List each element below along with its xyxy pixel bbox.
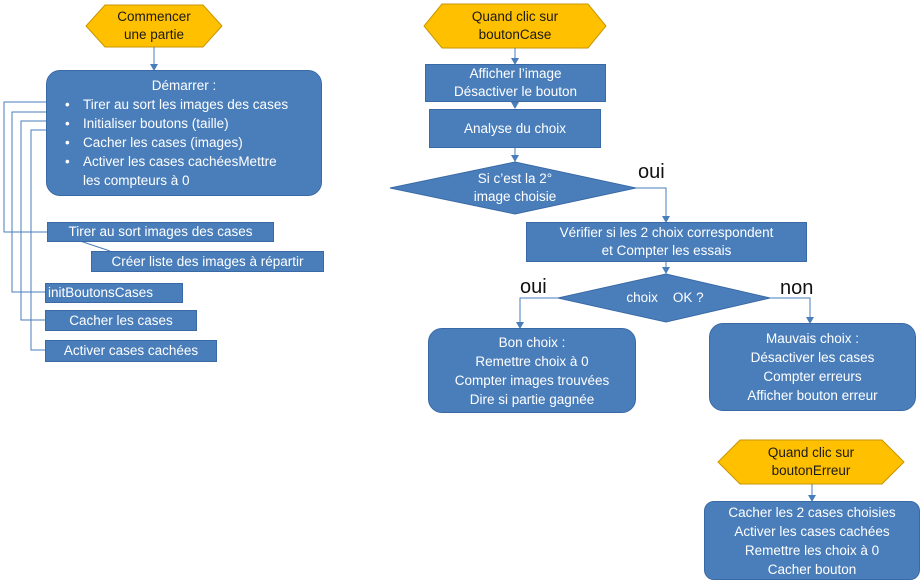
mauvais-choix-box: Mauvais choix : Désactiver les cases Com… [709, 323, 916, 411]
creer-box: Créer liste des images à répartir [91, 251, 324, 272]
demarrer-box: Démarrer : Tirer au sort les images des … [46, 70, 322, 196]
activer-box: Activer cases cachées [45, 340, 217, 362]
demarrer-title: Démarrer : [151, 78, 217, 93]
bon-choix-box: Bon choix : Remettre choix à 0 Compter i… [428, 328, 636, 413]
oui-label-1: oui [638, 161, 665, 183]
demarrer-item: Initialiser boutons (taille) [51, 114, 317, 133]
analyse-box: Analyse du choix [429, 109, 601, 148]
start-hexagon-right [717, 439, 905, 485]
cacher-box: Cacher les cases [45, 310, 197, 331]
demarrer-item: Cacher les cases (images) [51, 133, 317, 152]
demarrer-list: Tirer au sort les images des cases Initi… [51, 95, 317, 171]
start-hexagon-mid [423, 3, 607, 49]
erreur-box: Cacher les 2 cases choisies Activer les … [704, 501, 920, 580]
non-label: non [780, 277, 814, 299]
tirer-box: Tirer au sort images des cases [47, 222, 274, 242]
demarrer-item: Tirer au sort les images des cases [51, 95, 317, 114]
start-hexagon-left [85, 4, 223, 48]
decision1-label: Si c’est la 2°image choisie [473, 171, 557, 204]
init-box: initBoutonsCases [45, 283, 183, 303]
demarrer-item: Activer les cases cachéesMettre [51, 152, 317, 171]
demarrer-item-continuation: les compteurs à 0 [83, 173, 190, 188]
decision2-label: choix OK ? [626, 290, 704, 305]
oui-label-2: oui [520, 276, 547, 298]
